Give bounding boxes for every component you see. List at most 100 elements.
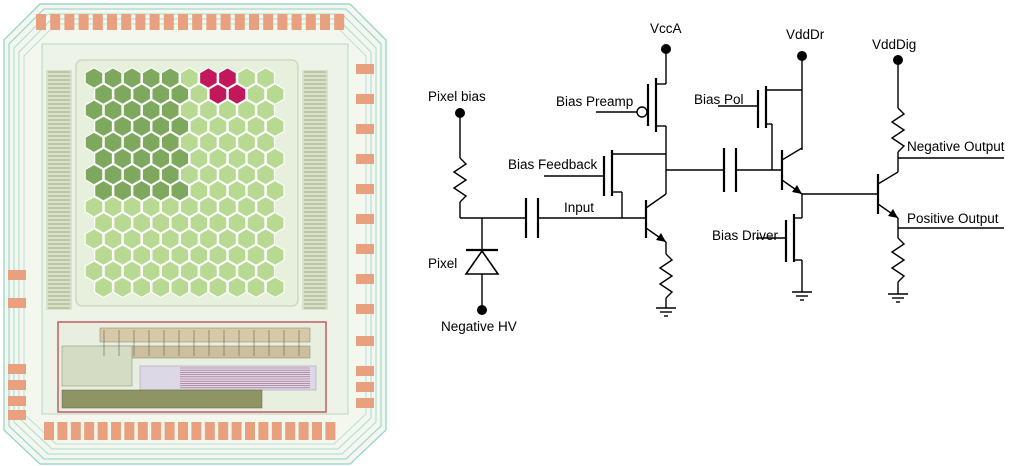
readout-row-1 [99, 327, 311, 343]
pixel-cell [256, 195, 275, 218]
pad [8, 270, 26, 280]
pixel-cell [132, 83, 152, 105]
pixel-cell [113, 147, 132, 170]
pixel-cell [160, 163, 180, 186]
pixel-cell [84, 131, 104, 154]
pixel-cell [179, 163, 199, 186]
pixel-cell [208, 244, 228, 266]
pixel-cell [189, 276, 209, 299]
pixel-cell [103, 195, 123, 218]
right-pad-column [356, 64, 374, 408]
pixel-cell [256, 99, 275, 122]
pixel-cell [84, 99, 104, 122]
pixel-cell [113, 276, 132, 299]
pixel-cell [141, 163, 161, 186]
pixel-cell [103, 260, 123, 283]
pad [135, 14, 146, 30]
pixel-cell [94, 244, 113, 266]
pixel-cell [160, 67, 180, 89]
pixel-cell [265, 276, 285, 299]
pad [92, 14, 103, 30]
pixel-cell [265, 244, 285, 266]
pad [285, 422, 296, 440]
pixel-cell [208, 179, 228, 202]
pixel-cell [94, 179, 113, 202]
pixel-cell [246, 83, 266, 105]
pixel-cell [113, 244, 132, 266]
pixel-cell [265, 212, 285, 234]
pixel-cell [170, 115, 190, 138]
pixel-cell [170, 83, 190, 105]
output-collector-resistor [890, 107, 906, 153]
pad [356, 398, 374, 408]
pixel-cell [265, 115, 285, 138]
pixel-cell [103, 131, 123, 154]
pad [57, 422, 68, 440]
chip-layout-image [3, 3, 387, 465]
pad [178, 14, 188, 30]
digital-block [61, 389, 263, 409]
pixel-cell [94, 83, 113, 105]
pixel-cell [237, 228, 256, 250]
pixel-cell [113, 83, 132, 105]
pixel-cell [132, 276, 152, 299]
pixel-cell [132, 212, 152, 234]
pixel-cell [160, 99, 180, 122]
pixel-cell [151, 115, 171, 138]
pixel-cell [246, 244, 266, 266]
label-vdddig: VddDig [872, 37, 916, 52]
pixel-cell [218, 260, 237, 283]
pad [137, 422, 148, 440]
pixel-cell [256, 228, 275, 250]
pixel-cell [122, 163, 142, 186]
pixel-cell [189, 83, 209, 105]
pixel-cell [189, 212, 209, 234]
pixel-cell [227, 276, 247, 299]
pixel-cell [103, 67, 123, 89]
pixel-cell [237, 260, 256, 283]
pad [325, 422, 336, 440]
pixel-cell [199, 67, 218, 89]
pixel-cell [227, 212, 247, 234]
pixel-cell [218, 99, 237, 122]
pixel-cell [122, 195, 142, 218]
pixel-cell [84, 228, 104, 250]
pixel-cell [237, 163, 256, 186]
pad [320, 14, 330, 30]
top-pad-row [36, 14, 345, 30]
pad [356, 304, 374, 314]
pixel-cell [246, 115, 266, 138]
pixel-cell [189, 244, 209, 266]
pixel-cell [208, 276, 228, 299]
pixel-cell [227, 244, 247, 266]
pixel-cell [227, 115, 247, 138]
pixel-cell [122, 260, 142, 283]
label-negative-output: Negative Output [907, 139, 1005, 154]
pixel-diode [464, 248, 500, 275]
pad [50, 14, 61, 30]
pad [97, 422, 108, 440]
pixel-cell [151, 276, 171, 299]
preamp-pmos-gate-bubble [636, 106, 648, 118]
pixel-cell [189, 115, 209, 138]
pad [178, 422, 188, 440]
pixel-cell [151, 147, 171, 170]
pad [356, 244, 374, 254]
pixel-cell [199, 99, 218, 122]
pixel-cell [141, 195, 161, 218]
driver-stage [718, 51, 878, 301]
pixel-cell [246, 147, 266, 170]
pixel-cell [151, 212, 171, 234]
pixel-cell [141, 260, 161, 283]
pixel-cell [94, 147, 113, 170]
readout-wiring [103, 330, 310, 389]
pixel-cell [208, 83, 228, 105]
pixel-cell [246, 276, 266, 299]
pad [191, 422, 202, 440]
pixel-matrix [84, 67, 285, 299]
pixel-cell [256, 163, 275, 186]
pixel-cell [103, 163, 123, 186]
pixel-cell [132, 244, 152, 266]
pixel-cell [151, 244, 171, 266]
pad [84, 422, 95, 440]
